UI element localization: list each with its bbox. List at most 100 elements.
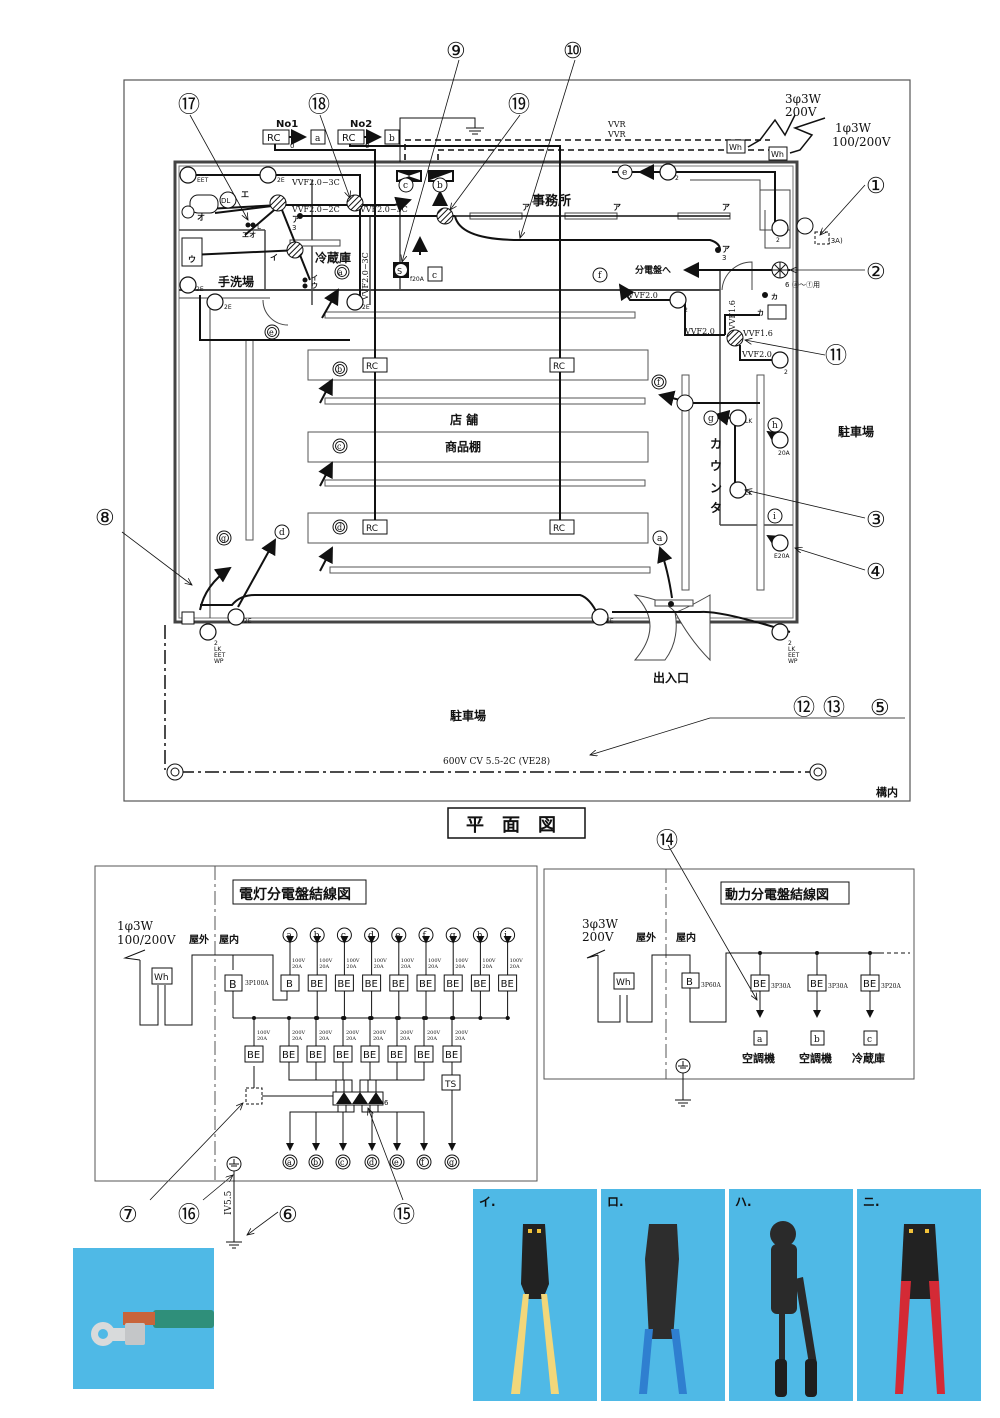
lighting-output-g: g xyxy=(444,1090,460,1170)
svg-text:20A: 20A xyxy=(510,964,520,970)
svg-text:(3A): (3A) xyxy=(828,237,843,245)
svg-text:ⓐ〜ⓕ用: ⓐ〜ⓕ用 xyxy=(792,281,820,289)
callout-19: ⑲ xyxy=(508,93,530,118)
room-entrance: 出入口 xyxy=(653,670,689,685)
svg-text:i: i xyxy=(773,512,776,522)
svg-text:g: g xyxy=(450,931,456,941)
svg-text:1φ3W: 1φ3W xyxy=(835,121,872,135)
lighting-bottom-circuits: 100V20ABE200V20ABE200V20ABE200V20ABE200V… xyxy=(244,1016,469,1092)
lighting-output-a: a xyxy=(282,1105,339,1170)
svg-text:c: c xyxy=(337,442,342,451)
svg-text:100/200V: 100/200V xyxy=(117,933,176,947)
svg-text:BE: BE xyxy=(501,979,514,990)
svg-text:0: 0 xyxy=(365,142,369,150)
svg-text:d: d xyxy=(369,1158,374,1167)
svg-text:100V: 100V xyxy=(482,958,496,964)
svg-text:VVF2.0−3C: VVF2.0−3C xyxy=(359,205,408,214)
svg-text:e: e xyxy=(622,168,627,178)
room-parking-bottom: 駐車場 xyxy=(450,708,486,723)
svg-text:ア: ア xyxy=(722,203,730,212)
svg-text:BE: BE xyxy=(336,1050,349,1061)
svg-text:VVF1.6: VVF1.6 xyxy=(742,329,773,338)
svg-text:100V: 100V xyxy=(401,958,415,964)
lighting-output-c: c xyxy=(335,1105,355,1170)
svg-text:ウ: ウ xyxy=(710,459,722,473)
svg-text:BE: BE xyxy=(419,979,432,990)
svg-text:3P30A: 3P30A xyxy=(771,983,791,990)
tool-photo-ro: ロ. xyxy=(601,1189,725,1401)
svg-text:d: d xyxy=(337,523,342,532)
svg-text:b: b xyxy=(337,365,342,374)
callout-12: ⑫ xyxy=(793,696,815,721)
svg-text:3φ3W: 3φ3W xyxy=(582,917,619,931)
svg-text:200V: 200V xyxy=(373,1030,387,1036)
svg-text:20A: 20A xyxy=(427,1036,437,1042)
svg-text:エ: エ xyxy=(241,190,249,199)
svg-text:VVR: VVR xyxy=(607,120,627,129)
svg-text:20A: 20A xyxy=(778,450,791,457)
svg-text:S: S xyxy=(397,267,402,276)
svg-text:e: e xyxy=(394,1158,399,1167)
outlets xyxy=(179,163,789,641)
svg-text:E20A: E20A xyxy=(774,553,790,560)
svg-text:e: e xyxy=(269,328,274,337)
svg-text:BE: BE xyxy=(753,979,766,990)
room-office: 事務所 xyxy=(532,193,571,209)
svg-text:100V: 100V xyxy=(319,958,333,964)
svg-text:a: a xyxy=(287,931,293,941)
svg-text:200V: 200V xyxy=(582,930,614,944)
svg-text:VVF2.0: VVF2.0 xyxy=(684,327,715,336)
svg-text:エオ: エオ xyxy=(242,231,256,239)
svg-text:20A: 20A xyxy=(400,1036,410,1042)
svg-text:BE: BE xyxy=(310,979,323,990)
svg-text:b: b xyxy=(313,1158,318,1167)
svg-text:3P60A: 3P60A xyxy=(701,982,721,989)
svg-text:WP: WP xyxy=(788,658,798,665)
svg-text:1φ3W: 1φ3W xyxy=(117,919,154,933)
svg-text:カ: カ xyxy=(710,437,722,451)
svg-text:オ: オ xyxy=(197,213,205,222)
svg-text:ア: ア xyxy=(522,203,530,212)
svg-text:b: b xyxy=(437,181,443,191)
svg-text:100V: 100V xyxy=(257,1030,271,1036)
svg-text:RC: RC xyxy=(553,524,565,534)
lighting-panel-title: 電灯分電盤結線図 xyxy=(239,886,351,903)
svg-text:100V: 100V xyxy=(374,958,388,964)
svg-text:VVF2.0: VVF2.0 xyxy=(741,350,772,359)
svg-text:20A: 20A xyxy=(455,1036,465,1042)
svg-text:6: 6 xyxy=(785,281,790,289)
callout-6: ⑥ xyxy=(278,1203,298,1228)
svg-text:2E: 2E xyxy=(362,304,370,311)
room-refrigerator: 冷蔵庫 xyxy=(315,250,351,265)
svg-text:RC: RC xyxy=(267,133,280,144)
svg-text:20A: 20A xyxy=(482,964,492,970)
svg-text:2E: 2E xyxy=(606,618,614,625)
svg-text:BE: BE xyxy=(392,979,405,990)
building-wall xyxy=(173,160,799,624)
floor-plan-labels: 事務所 冷蔵庫 手洗場 店 舗 商品棚 駐車場 駐車場 出入口 構内 カ ウ ン… xyxy=(95,39,898,1228)
svg-text:EET: EET xyxy=(214,652,226,659)
svg-text:100V: 100V xyxy=(455,958,469,964)
premises-border xyxy=(123,79,911,802)
svg-text:L: L xyxy=(257,223,261,231)
svg-text:g: g xyxy=(221,534,226,543)
svg-text:2: 2 xyxy=(784,369,788,376)
svg-text:a: a xyxy=(287,1158,292,1167)
svg-text:20A: 20A xyxy=(401,964,411,970)
svg-text:BE: BE xyxy=(337,979,350,990)
svg-text:Wh: Wh xyxy=(771,150,784,159)
svg-text:20A: 20A xyxy=(346,1036,356,1042)
svg-text:0: 0 xyxy=(290,142,294,150)
svg-text:RC: RC xyxy=(366,524,378,534)
svg-text:LK: LK xyxy=(745,490,753,497)
svg-text:Wh: Wh xyxy=(154,973,169,983)
svg-text:ウ: ウ xyxy=(311,281,318,290)
